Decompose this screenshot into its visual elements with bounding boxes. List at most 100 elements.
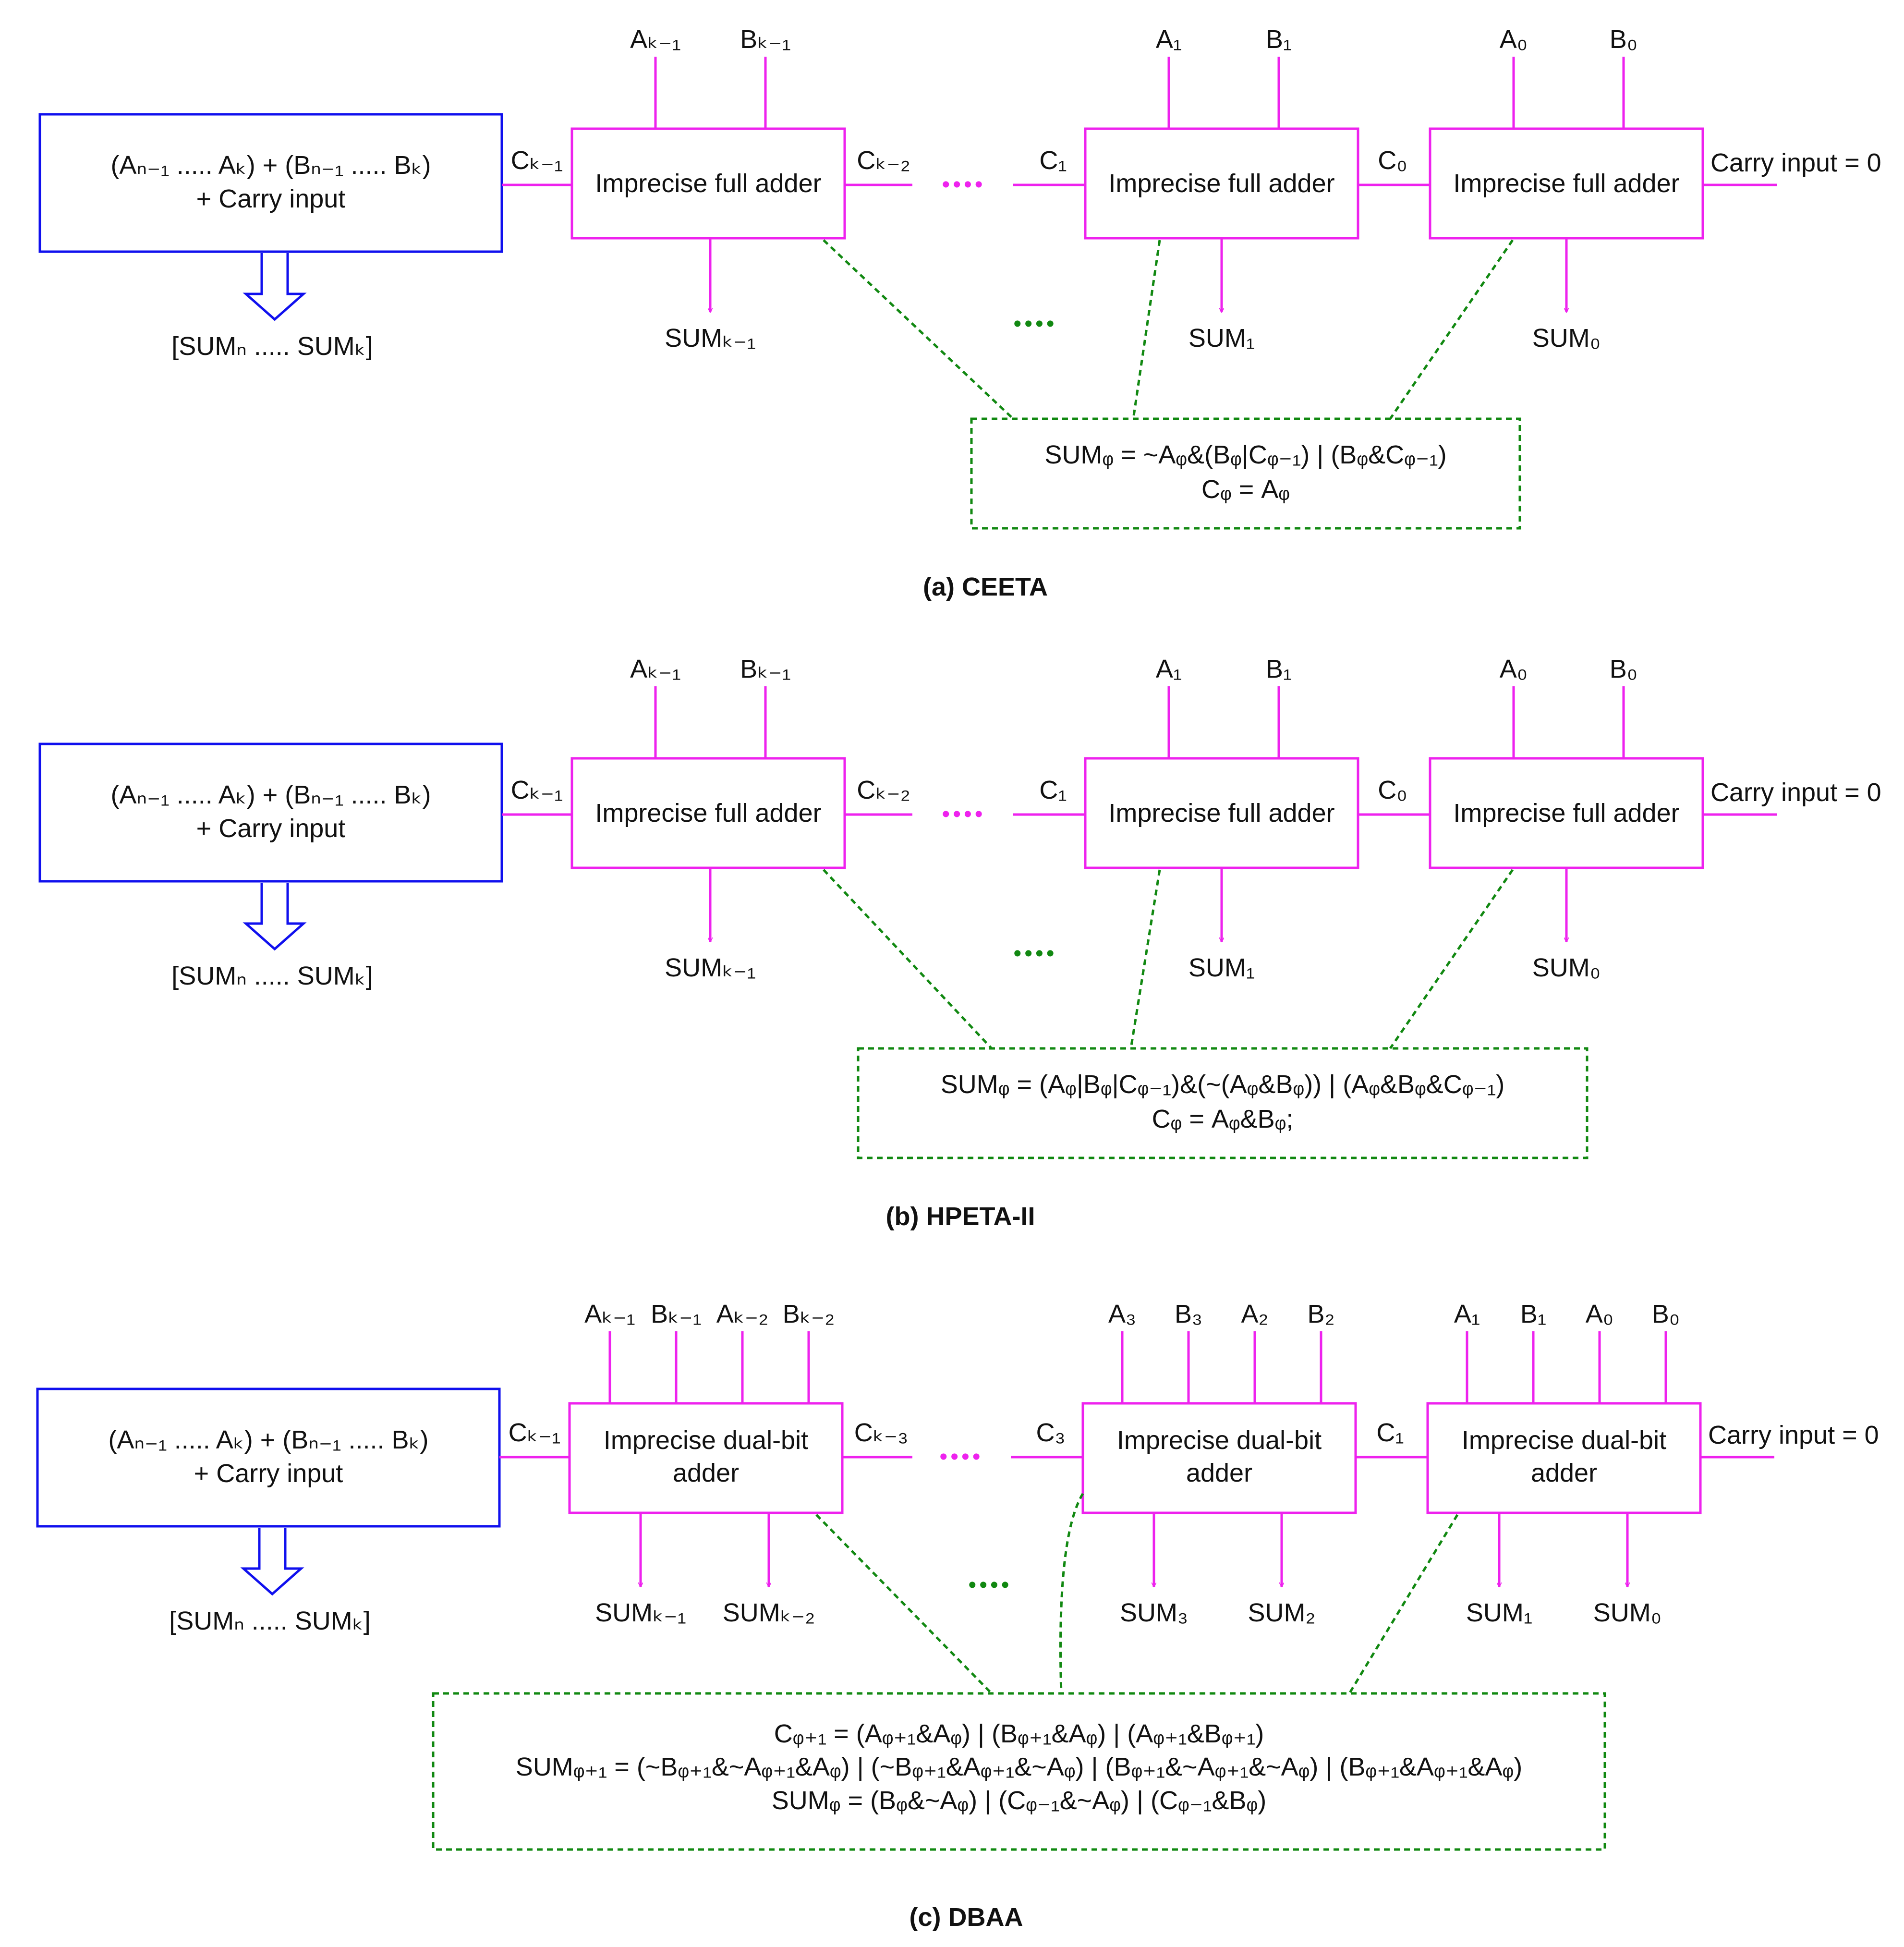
msb-block: [36, 1387, 501, 1528]
input-label: B₁: [1266, 25, 1292, 54]
msb-block-line2: + Carry input: [196, 814, 346, 843]
equation-line: SUMᵩ = (Bᵩ&~Aᵩ) | (Cᵩ₋₁&~Aᵩ) | (Cᵩ₋₁&Bᵩ): [772, 1786, 1266, 1815]
adder-cell-label: Imprecise full adder: [595, 799, 821, 827]
input-wires: [608, 1331, 1667, 1403]
msb-block-line2: + Carry input: [194, 1459, 343, 1488]
input-label: Aₖ₋₂: [716, 1300, 768, 1328]
input-label: A₀: [1586, 1300, 1613, 1328]
carry-label: Cₖ₋₁: [511, 776, 563, 804]
logic-links: [823, 869, 1514, 1049]
input-label: B₀: [1610, 25, 1637, 54]
carry-label: C₁: [1039, 776, 1067, 804]
sum-output-label: SUM₀: [1593, 1598, 1661, 1627]
panel-c-dbaa: (Aₙ₋₁ ..... Aₖ) + (Bₙ₋₁ ..... Bₖ) + Carr…: [36, 1300, 1879, 1932]
logic-links: [823, 239, 1514, 420]
input-label: B₃: [1175, 1300, 1202, 1328]
ellipsis-dots: ••••: [968, 1572, 1012, 1598]
input-label: Aₖ₋₁: [584, 1300, 635, 1328]
carry-input-label: Carry input = 0: [1710, 148, 1881, 177]
carry-label: C₁: [1376, 1418, 1404, 1447]
carry-label: Cₖ₋₂: [857, 776, 910, 804]
carry-label: Cₖ₋₂: [857, 146, 910, 175]
dual-bit-cell-label: adder: [673, 1459, 739, 1487]
equation-line: Cᵩ = Aᵩ: [1201, 475, 1290, 504]
msb-output-label: [SUMₙ ..... SUMₖ]: [171, 961, 373, 990]
input-label: Aₖ₋₁: [630, 25, 681, 54]
logic-equation-box: [857, 1047, 1589, 1159]
carry-input-label: Carry input = 0: [1710, 778, 1881, 807]
ellipsis-dots: ••••: [939, 1444, 983, 1470]
msb-output-arrow: [243, 883, 307, 951]
panel-a-ceeta: (Aₙ₋₁ ..... Aₖ) + (Bₙ₋₁ ..... Bₖ) + Carr…: [38, 25, 1881, 601]
input-label: Bₖ₋₁: [651, 1300, 702, 1328]
msb-block: [38, 113, 503, 253]
input-label: A₁: [1156, 655, 1182, 683]
logic-links: [815, 1493, 1459, 1694]
carry-label: C₀: [1378, 776, 1407, 804]
msb-block-line2: + Carry input: [196, 184, 346, 213]
input-label: B₀: [1652, 1300, 1680, 1328]
panel-caption: (a) CEETA: [923, 572, 1048, 601]
carry-label: C₁: [1039, 146, 1067, 175]
msb-output-label: [SUMₙ ..... SUMₖ]: [169, 1606, 371, 1635]
sum-output-label: SUMₖ₋₁: [665, 953, 756, 982]
input-label: Bₖ₋₂: [783, 1300, 835, 1328]
msb-block: [38, 742, 503, 883]
input-label: B₁: [1266, 655, 1292, 683]
sum-output-label: SUM₁: [1188, 324, 1255, 353]
carry-input-label: Carry input = 0: [1708, 1421, 1879, 1449]
input-label: Aₖ₋₁: [630, 655, 681, 683]
dual-bit-cell-label: Imprecise dual-bit: [1117, 1426, 1322, 1455]
input-label: Bₖ₋₁: [740, 25, 791, 54]
carry-label: C₃: [1036, 1418, 1066, 1447]
msb-block-line1: (Aₙ₋₁ ..... Aₖ) + (Bₙ₋₁ ..... Bₖ): [108, 1425, 428, 1454]
dual-bit-cell-k-1: [568, 1402, 844, 1514]
dual-bit-cell-label: adder: [1186, 1459, 1252, 1487]
adder-cell-k-1: [570, 757, 846, 869]
input-label: A₃: [1108, 1300, 1136, 1328]
adder-cell-label: Imprecise full adder: [1453, 169, 1679, 198]
msb-output-arrow: [243, 253, 307, 321]
input-label: A₂: [1241, 1300, 1269, 1328]
ellipsis-dots: ••••: [1013, 311, 1057, 337]
sum-output-label: SUM₀: [1532, 324, 1601, 353]
input-label: A₀: [1500, 25, 1528, 54]
dual-bit-cell-label: Imprecise dual-bit: [604, 1426, 808, 1455]
input-label: A₁: [1454, 1300, 1480, 1328]
equation-line: Cᵩ = Aᵩ&Bᵩ;: [1152, 1105, 1294, 1133]
sum-output-label: SUMₖ₋₂: [723, 1598, 815, 1627]
dual-bit-cell-label: adder: [1531, 1459, 1597, 1487]
carry-label: Cₖ₋₁: [509, 1418, 561, 1447]
equation-line: SUMᵩ = ~Aᵩ&(Bᵩ|Cᵩ₋₁) | (Bᵩ&Cᵩ₋₁): [1044, 440, 1446, 469]
sum-wires: [710, 238, 1566, 312]
logic-equation-box: [432, 1692, 1606, 1851]
input-label: A₀: [1500, 655, 1528, 683]
sum-output-label: SUM₁: [1466, 1598, 1532, 1627]
sum-output-label: SUM₂: [1248, 1598, 1316, 1627]
input-label: Bₖ₋₁: [740, 655, 791, 683]
carry-label: Cₖ₋₃: [854, 1418, 908, 1447]
sum-wires: [710, 868, 1566, 942]
adder-cell-label: Imprecise full adder: [1108, 169, 1334, 198]
msb-block-line1: (Aₙ₋₁ ..... Aₖ) + (Bₙ₋₁ ..... Bₖ): [110, 151, 431, 180]
sum-output-label: SUMₖ₋₁: [595, 1598, 686, 1627]
adder-cell-k-1: [570, 127, 846, 240]
dual-bit-cell-label: Imprecise dual-bit: [1462, 1426, 1666, 1455]
ellipsis-dots: ••••: [1013, 941, 1057, 966]
sum-output-label: SUM₁: [1188, 953, 1255, 982]
sum-output-label: SUM₀: [1532, 953, 1601, 982]
logic-equation-box: [970, 417, 1521, 530]
input-label: B₀: [1610, 655, 1637, 683]
panel-b-hpeta-ii: (Aₙ₋₁ ..... Aₖ) + (Bₙ₋₁ ..... Bₖ) + Carr…: [38, 655, 1881, 1231]
carry-label: C₀: [1378, 146, 1407, 175]
panel-caption: (c) DBAA: [910, 1903, 1023, 1932]
ellipsis-dots: ••••: [942, 172, 985, 197]
dual-bit-cell-1: [1426, 1402, 1702, 1514]
carry-label: Cₖ₋₁: [511, 146, 563, 175]
input-label: A₁: [1156, 25, 1182, 54]
equation-line: SUMᵩ = (Aᵩ|Bᵩ|Cᵩ₋₁)&(~(Aᵩ&Bᵩ)) | (Aᵩ&Bᵩ&…: [941, 1070, 1504, 1099]
input-label: B₂: [1308, 1300, 1335, 1328]
adder-cell-label: Imprecise full adder: [1453, 799, 1679, 827]
msb-output-label: [SUMₙ ..... SUMₖ]: [171, 332, 373, 361]
